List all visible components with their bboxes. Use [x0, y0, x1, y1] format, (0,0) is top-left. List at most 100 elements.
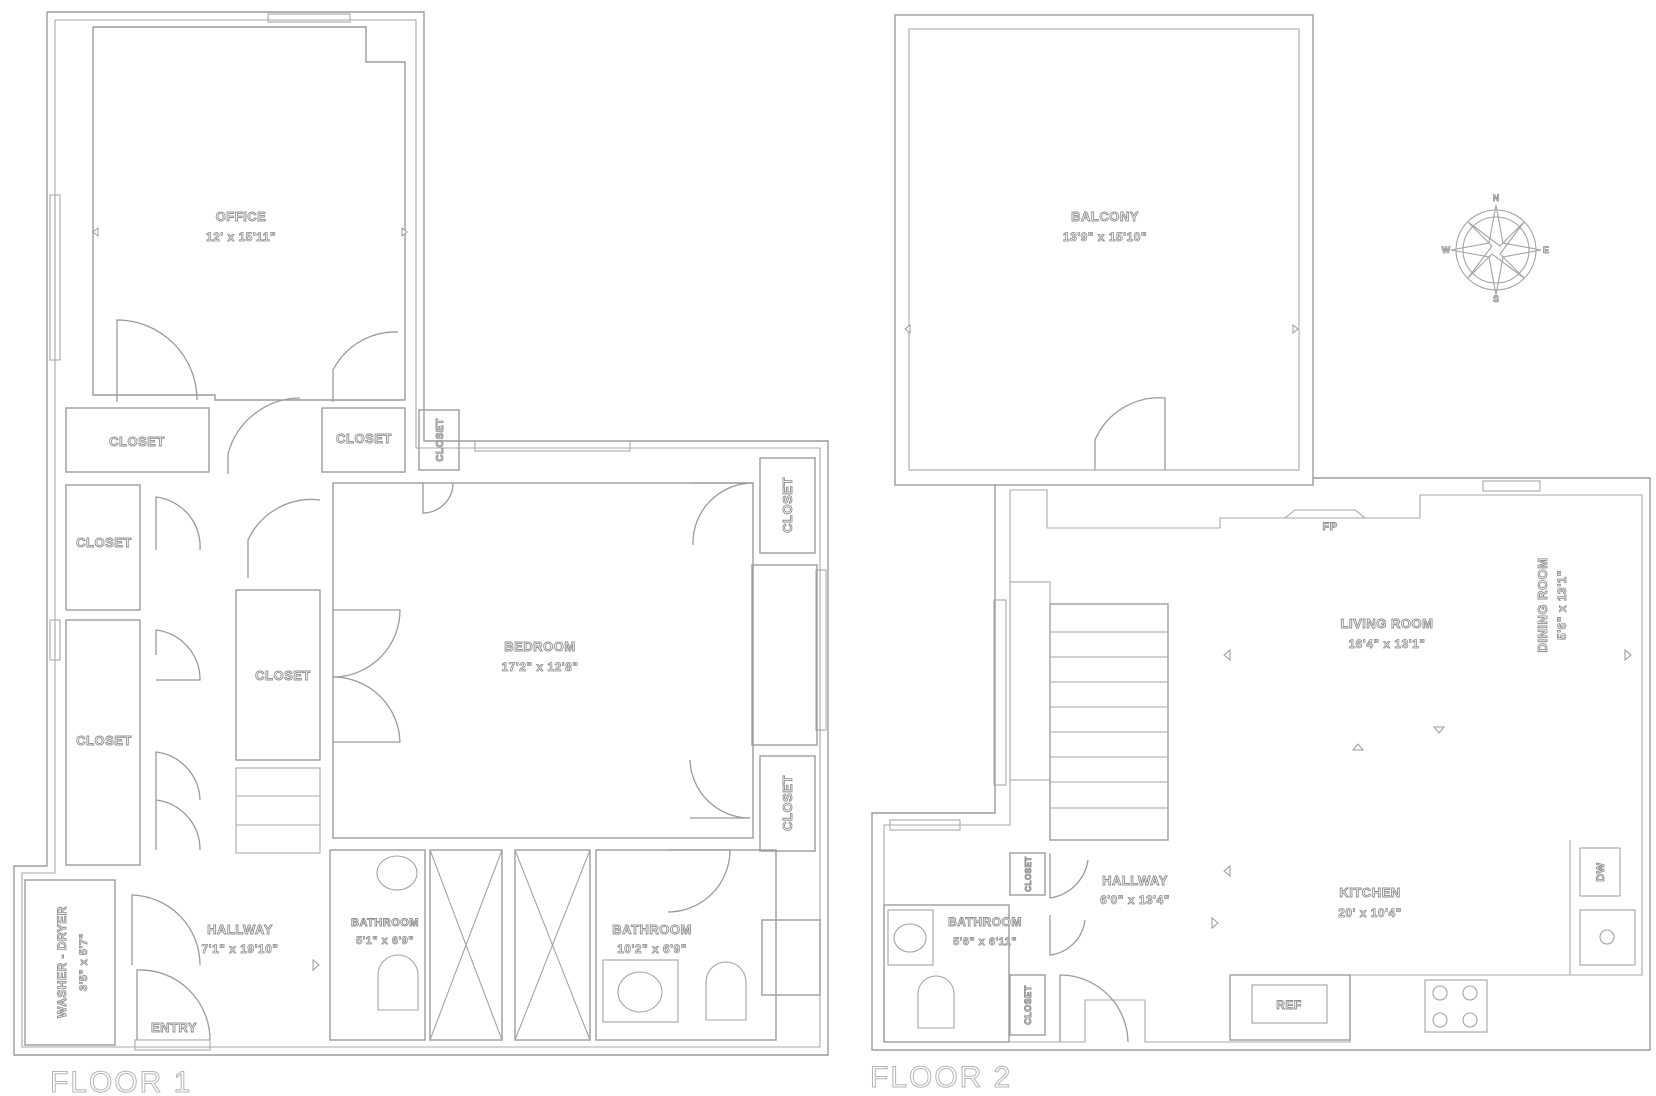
office-door	[332, 331, 399, 402]
room-dims-hallway-1: 7'1" x 19'10"	[202, 942, 279, 956]
sink	[376, 855, 418, 891]
room-name-washer-dryer: WASHER - DRYER	[55, 906, 69, 1018]
toilet	[377, 954, 419, 1011]
shower	[429, 849, 503, 1041]
kitchen-sink	[1579, 909, 1636, 966]
room-name-office: OFFICE	[216, 209, 267, 224]
hallway-closet-frame	[235, 767, 321, 854]
compass-ring	[1462, 216, 1530, 284]
burner	[1432, 1012, 1448, 1028]
burner	[1462, 1012, 1478, 1028]
room-name-bedroom: BEDROOM	[504, 639, 575, 654]
dim-marker	[1211, 916, 1219, 930]
floor-2-inner-wall	[883, 489, 1643, 1043]
hallway-door	[1059, 974, 1129, 1043]
dimension-markers	[92, 226, 1632, 972]
bedroom-door	[422, 482, 454, 514]
bedroom-walls	[332, 482, 754, 839]
room-name-hallway-1: HALLWAY	[207, 922, 273, 937]
room-name-living-room: LIVING ROOM	[1341, 616, 1434, 631]
window	[49, 619, 61, 661]
dim-marker	[401, 226, 408, 238]
washer-dryer-area	[24, 879, 116, 1046]
closet	[751, 564, 818, 746]
closet-door	[332, 676, 401, 743]
closet-label: CLOSET	[255, 668, 311, 683]
closet-door	[227, 397, 301, 474]
room-dims-bathroom-2: 5'6" x 6'11"	[953, 936, 1017, 948]
refrigerator	[1251, 984, 1328, 1024]
closet	[418, 409, 460, 471]
closet	[1009, 974, 1046, 1036]
dim-marker	[1432, 726, 1446, 734]
room-dims-living-room: 16'4" x 13'1"	[1349, 637, 1426, 651]
dim-marker	[1223, 864, 1231, 878]
compass-e-label: E	[1543, 245, 1549, 255]
room-name-kitchen: KITCHEN	[1339, 885, 1400, 900]
shower-cross	[514, 849, 591, 1041]
dim-marker	[1292, 323, 1299, 335]
floor-2-label: FLOOR 2	[870, 1061, 1012, 1094]
office-door	[116, 319, 198, 402]
hallway-door	[1049, 915, 1086, 956]
vanity	[602, 959, 679, 1023]
compass-star	[1467, 221, 1525, 279]
compass-ring	[1455, 209, 1537, 291]
closet	[761, 919, 821, 996]
toilet	[705, 961, 747, 1021]
window	[1482, 480, 1541, 492]
room-dims-hallway-2: 6'0" x 13'4"	[1100, 893, 1170, 907]
sink-drain	[1599, 929, 1615, 945]
shower-cross	[429, 849, 503, 1041]
balcony-door	[1094, 397, 1166, 470]
dishwasher-label: DW	[1595, 862, 1607, 881]
closet	[759, 457, 816, 554]
refrigerator-label: REF	[1276, 998, 1302, 1012]
room-dims-bedroom: 17'2" x 12'8"	[502, 660, 579, 674]
window	[889, 819, 961, 831]
closet	[321, 407, 406, 473]
compass-w-label: W	[1442, 245, 1451, 255]
burner	[1432, 985, 1448, 1001]
fireplace-label: FP	[1322, 521, 1337, 533]
window	[993, 599, 1007, 786]
room-name-entry: ENTRY	[151, 1020, 197, 1035]
sink	[893, 923, 927, 953]
bathroom-walls	[329, 849, 426, 1041]
closet-door	[155, 496, 201, 551]
room-name-bathroom-2: BATHROOM	[948, 915, 1022, 929]
shower	[514, 849, 591, 1041]
balcony-inner-wall	[908, 28, 1300, 471]
compass-rose	[1450, 204, 1542, 296]
bathroom-door	[667, 849, 731, 913]
room-dims-bathroom-large: 10'2" x 6'9"	[617, 942, 687, 956]
room-name-bathroom-large: BATHROOM	[612, 922, 692, 937]
closet	[1009, 852, 1046, 896]
bedroom-door	[692, 482, 754, 546]
closet	[235, 589, 321, 761]
compass-s-label: S	[1493, 294, 1499, 304]
closet-label: CLOSET	[1024, 856, 1033, 891]
floor-1-inner-wall	[21, 19, 821, 1048]
entry-door	[136, 969, 211, 1041]
floor-1-label: FLOOR 1	[50, 1066, 192, 1096]
closet-label: CLOSET	[109, 434, 165, 449]
floor-1-plan	[13, 11, 829, 1056]
bathroom-walls	[883, 904, 1010, 1043]
stair-side-wall	[1009, 581, 1051, 781]
floor-2-outer-wall	[871, 477, 1651, 1051]
room-name-hallway-2: HALLWAY	[1102, 873, 1168, 888]
dim-marker	[92, 226, 99, 238]
dim-marker	[1223, 648, 1231, 662]
kitchen-counter	[1229, 974, 1351, 1041]
dim-marker	[312, 958, 320, 972]
vanity	[887, 909, 934, 966]
closet-label: CLOSET	[780, 775, 795, 831]
office-walls	[92, 26, 406, 401]
compass-star	[1450, 204, 1542, 296]
entry-threshold	[134, 1039, 211, 1051]
closet-door	[155, 751, 201, 801]
toilet	[917, 975, 955, 1029]
room-dims-balcony: 13'9" x 15'10"	[1063, 230, 1147, 244]
